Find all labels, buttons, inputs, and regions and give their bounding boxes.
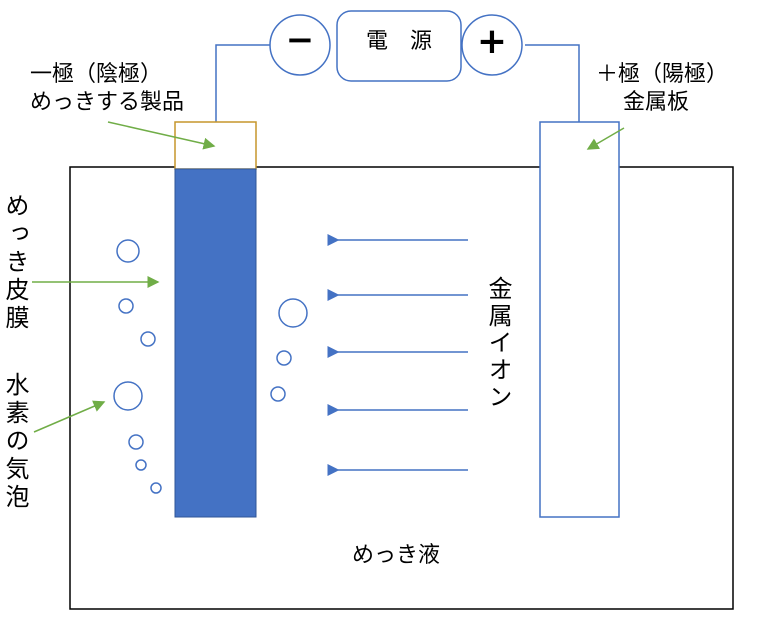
hydrogen-pointer-arrow bbox=[33, 400, 106, 433]
minus-symbol: − bbox=[285, 20, 315, 60]
metal-ion-label: 金属イオン bbox=[484, 276, 512, 411]
cathode-label-line1: 一極（陰極） bbox=[30, 62, 163, 87]
bubble bbox=[116, 239, 140, 263]
power-supply-box bbox=[336, 10, 462, 82]
plus-symbol: + bbox=[476, 21, 508, 62]
anode-plate bbox=[539, 121, 620, 518]
power-supply-label: 電 源 bbox=[365, 29, 432, 54]
anode-label-line1: ＋極（陽極） bbox=[596, 62, 729, 87]
anode-pointer-arrow bbox=[586, 127, 625, 150]
bubble bbox=[276, 350, 292, 366]
bubble bbox=[140, 331, 156, 347]
anode-label-line2: 金属板 bbox=[623, 90, 690, 115]
wire-negative bbox=[215, 44, 270, 122]
cathode-label-line2: めっきする製品 bbox=[30, 90, 185, 115]
coating-label: めっき皮膜 bbox=[1, 193, 29, 333]
negative-terminal bbox=[269, 14, 331, 76]
bubble bbox=[135, 459, 147, 471]
cathode-pointer-arrow bbox=[107, 121, 216, 150]
wire-positive bbox=[525, 44, 580, 122]
bubble bbox=[128, 434, 144, 450]
bubble bbox=[278, 298, 308, 328]
plating-solution-label: めっき液 bbox=[352, 543, 441, 568]
bubble bbox=[113, 381, 143, 411]
positive-terminal bbox=[461, 14, 523, 76]
cathode-top bbox=[174, 121, 257, 170]
cathode-product bbox=[174, 168, 257, 518]
bubble bbox=[118, 298, 134, 314]
bubble bbox=[150, 482, 162, 494]
bubble bbox=[270, 386, 286, 402]
plating-tank bbox=[69, 166, 734, 610]
hydrogen-bubble-label: 水素の気泡 bbox=[1, 372, 29, 512]
